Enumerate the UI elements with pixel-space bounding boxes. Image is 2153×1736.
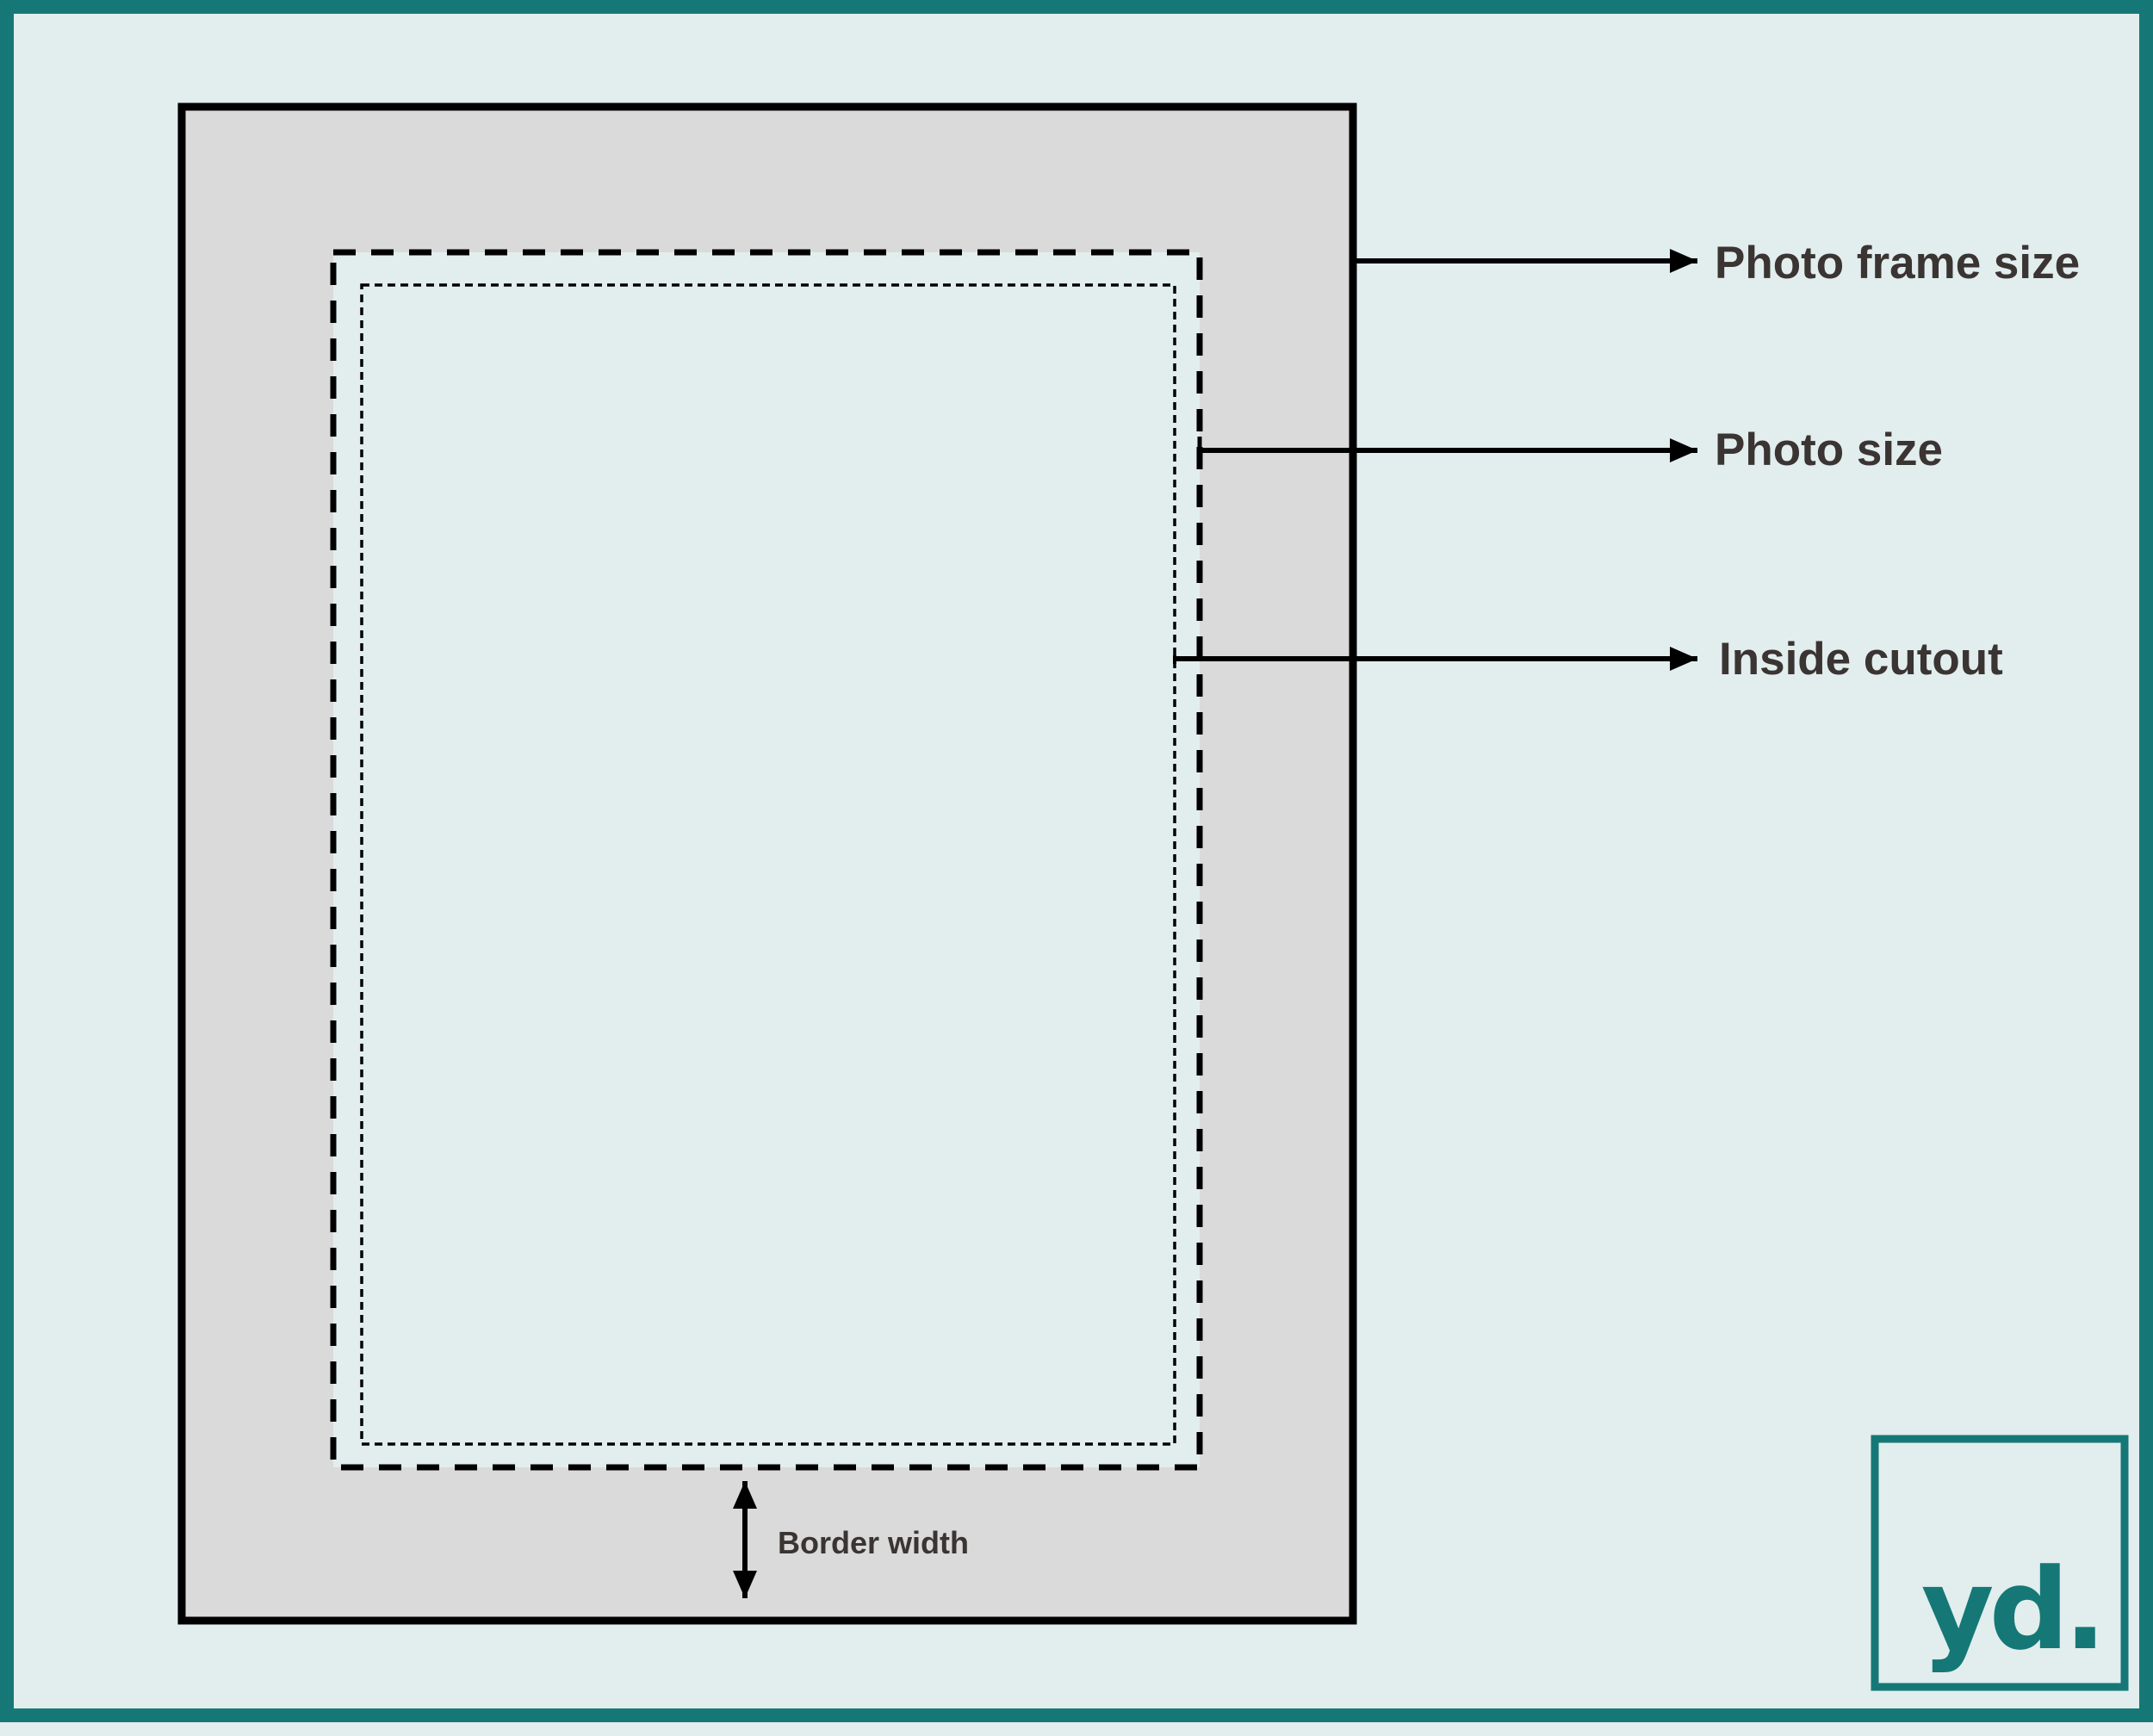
label-photo-size: Photo size: [1715, 425, 1943, 475]
logo-box: [1871, 1435, 2129, 1691]
frame-dimensions-diagram: Photo frame size Photo size Inside cutou…: [177, 102, 2129, 1691]
label-photo-frame-size: Photo frame size: [1715, 238, 2080, 288]
logo-text: yd.: [1921, 1544, 2101, 1675]
yd-logo: yd.: [1871, 1435, 2129, 1691]
label-inside-cutout: Inside cutout: [1719, 634, 2003, 685]
inside-cutout-outline: [360, 283, 1176, 1446]
label-border-width: Border width: [778, 1525, 969, 1560]
